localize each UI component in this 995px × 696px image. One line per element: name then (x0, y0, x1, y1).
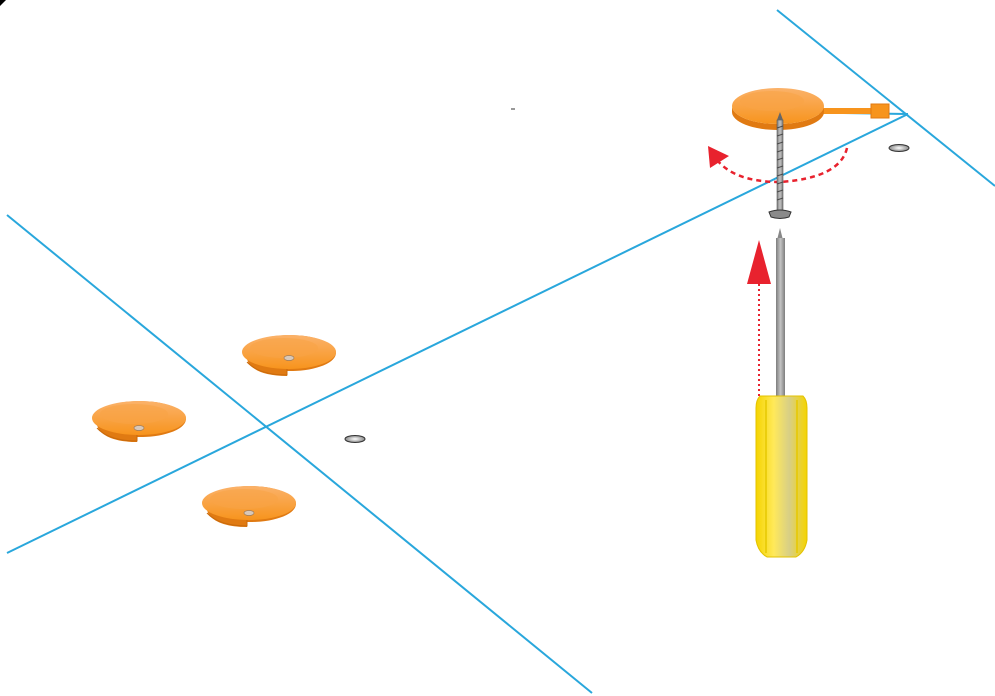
clip-with-handle (732, 88, 890, 130)
clip-hole (243, 510, 255, 516)
screw-head (768, 209, 792, 219)
guide-line-top-edge (776, 9, 995, 187)
guide-line-long-diagonal (6, 113, 909, 554)
clip (92, 401, 186, 442)
rotation-arrow-head (708, 146, 729, 168)
screw (768, 112, 792, 219)
guide-line-left-diagonal (6, 214, 593, 694)
screwdriver-tip (777, 228, 783, 240)
screwdriver-shaft (776, 238, 785, 398)
clip-hole (133, 425, 145, 431)
clip (202, 486, 296, 527)
clip-handle-tab (870, 103, 890, 119)
corner-mark (0, 0, 6, 6)
screwdriver (755, 228, 808, 558)
insert-arrow (747, 240, 771, 398)
screw-hole (344, 435, 366, 443)
clip-hole (283, 355, 295, 361)
screwdriver-handle (755, 395, 808, 558)
screw-hole (888, 144, 910, 152)
rotation-arrow (708, 146, 849, 184)
clip (242, 335, 336, 376)
insert-arrow-head (747, 240, 771, 284)
